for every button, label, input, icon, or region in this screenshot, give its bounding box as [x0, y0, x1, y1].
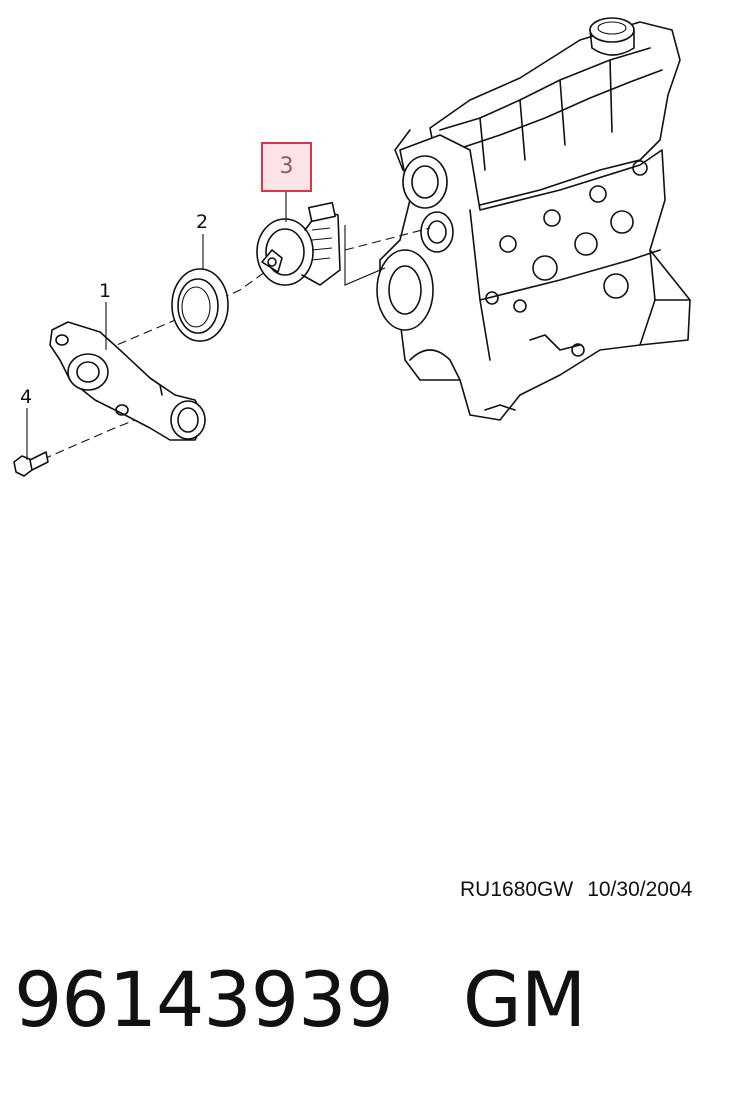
exploded-view-drawing — [13, 17, 691, 477]
brand-name: GM — [462, 955, 586, 1044]
seal-ring-part — [171, 268, 229, 342]
assembly-line-bolt — [29, 417, 141, 466]
engine-block — [376, 17, 691, 421]
drawing-reference: RU1680GW 10/30/2004 — [460, 878, 692, 902]
bracket-line — [344, 225, 386, 286]
part-number: 96143939 — [14, 955, 394, 1044]
thermostat-housing-part — [49, 321, 206, 441]
bolt-part — [13, 451, 49, 477]
drawing-date: 10/30/2004 — [587, 878, 693, 901]
callout-4[interactable]: 4 — [20, 386, 33, 408]
reference-code: RU1680GW — [460, 878, 574, 901]
callout-3-highlighted[interactable]: 3 — [261, 142, 312, 192]
parts-diagram — [13, 17, 691, 477]
thermostat-part — [256, 201, 341, 286]
callout-2[interactable]: 2 — [196, 211, 209, 233]
callout-1[interactable]: 1 — [99, 280, 112, 302]
assembly-line-block — [344, 227, 431, 251]
